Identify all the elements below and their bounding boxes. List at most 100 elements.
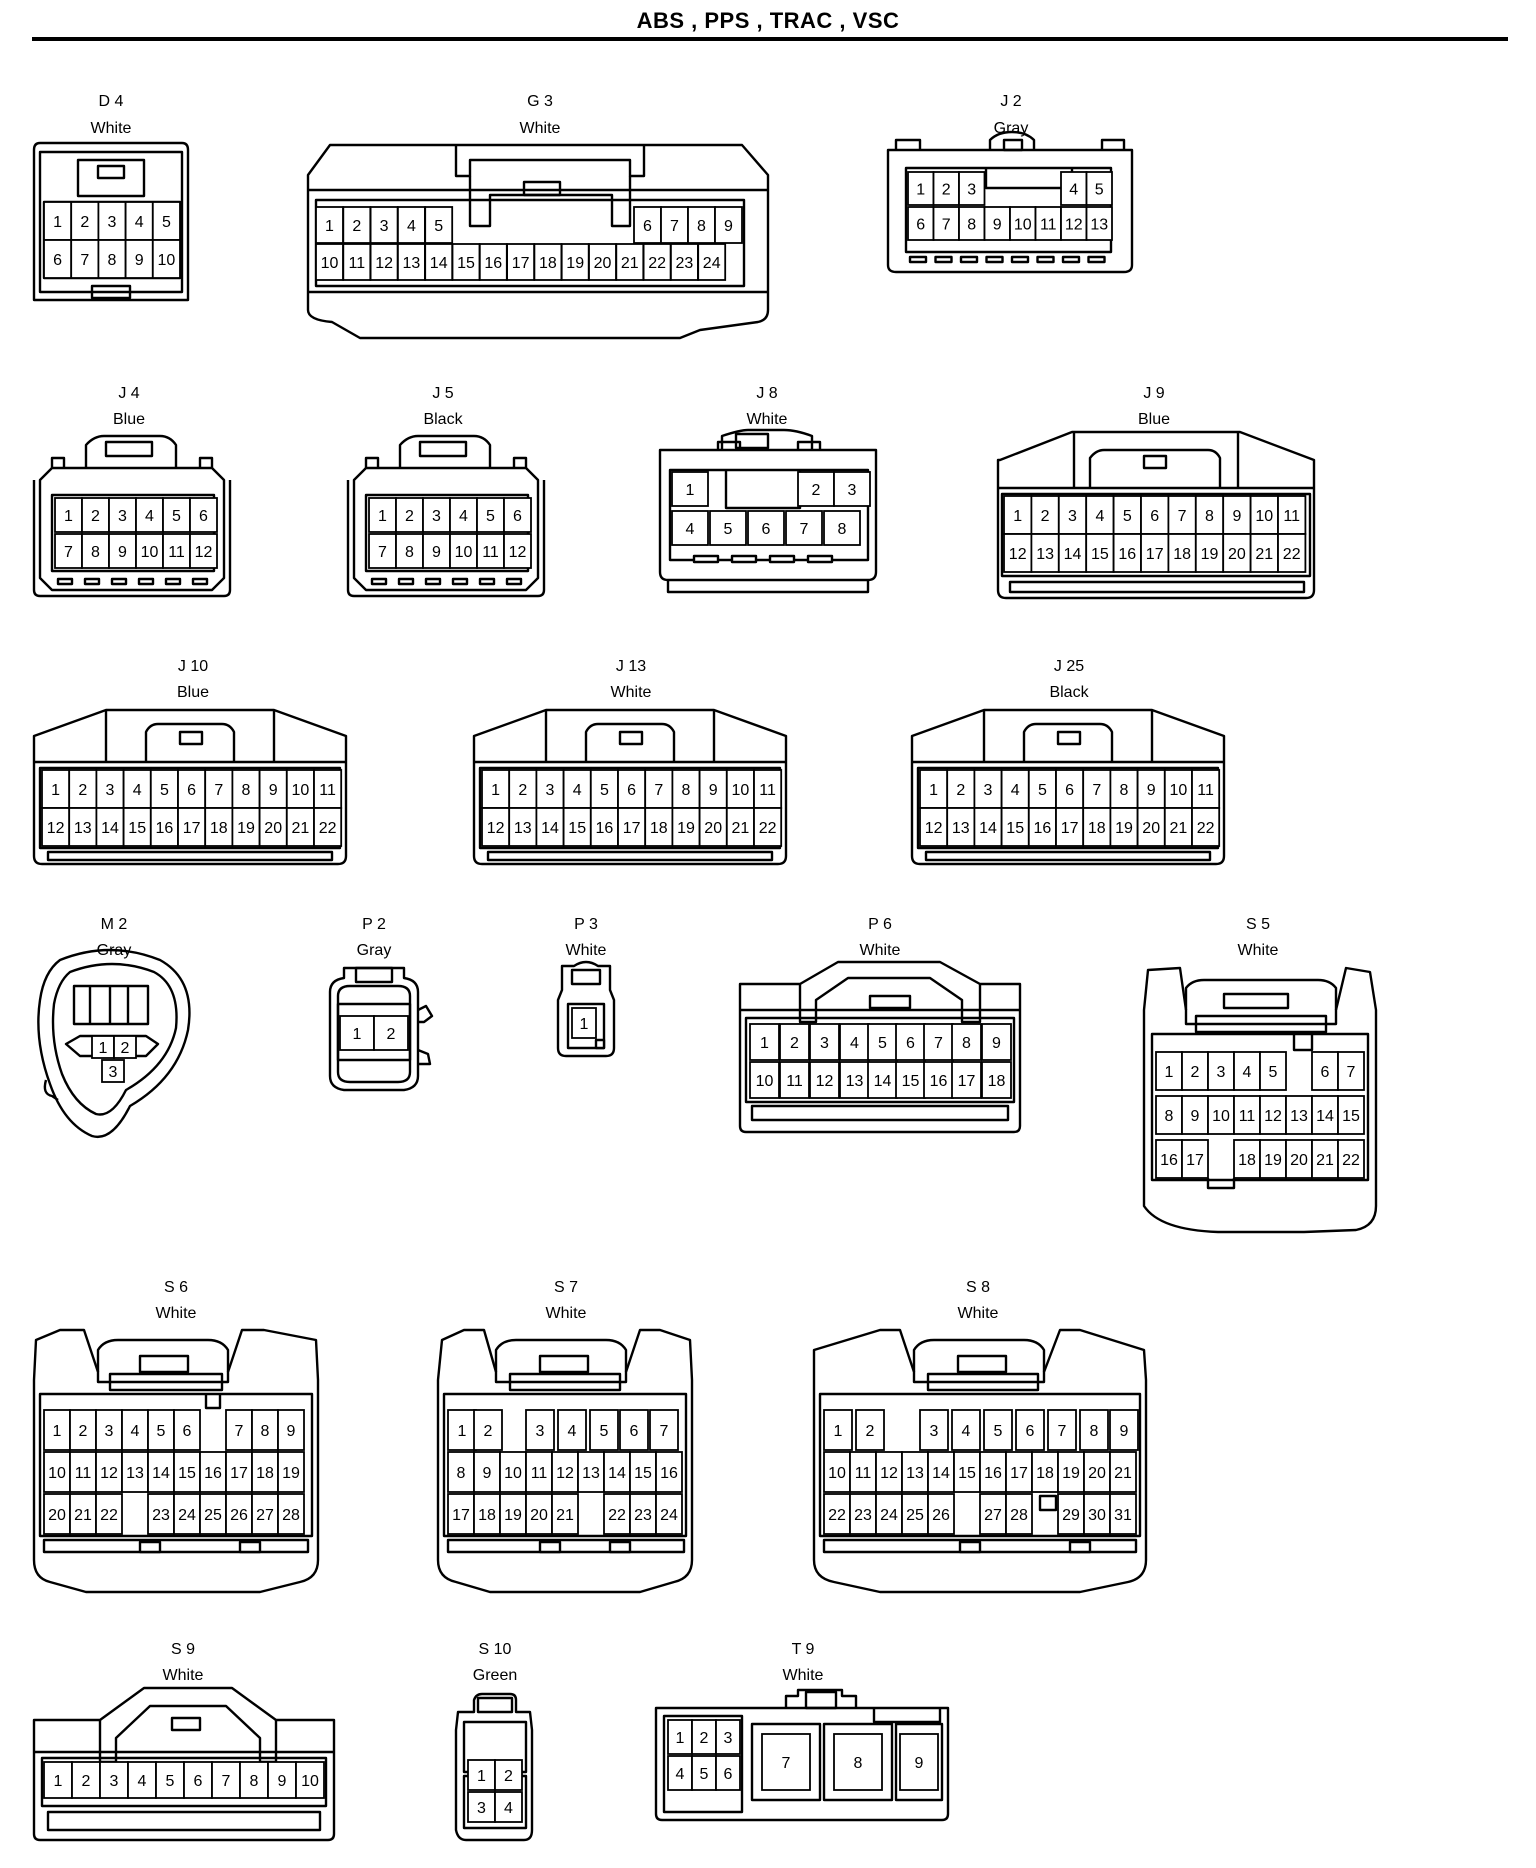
connector-shell [38, 466, 226, 592]
connector-shell [716, 440, 822, 450]
pin-number: 11 [75, 1465, 92, 1482]
pin-number: 4 [1069, 182, 1078, 199]
connector-shell [908, 255, 928, 264]
pin-cell [225, 1409, 253, 1451]
pin-number: 2 [79, 1423, 88, 1440]
pin-number: 2 [80, 214, 89, 231]
pin-number: 2 [518, 782, 527, 799]
pin-cell [277, 1409, 305, 1451]
pin-number: 8 [242, 782, 251, 799]
pin-number: 3 [930, 1423, 939, 1440]
connector-color: Blue [113, 411, 145, 428]
pin-cell [981, 1061, 1012, 1099]
connector-color: Gray [357, 942, 392, 959]
pin-number: 9 [1191, 1108, 1200, 1125]
pin-cell [1337, 1139, 1365, 1179]
pin-number: 3 [477, 1800, 486, 1817]
connector-shell [654, 1706, 950, 1822]
connector-shell [238, 1540, 262, 1554]
connector-shell [90, 284, 132, 300]
pin-number: 5 [1038, 782, 1047, 799]
pin-number: 9 [278, 1773, 287, 1790]
pin-number: 5 [486, 508, 495, 525]
pin-number: 3 [118, 508, 127, 525]
pin-number: 1 [676, 1730, 685, 1747]
pin-number: 11 [482, 544, 499, 561]
pin-cell [494, 1759, 523, 1791]
pin-number: 9 [1147, 782, 1156, 799]
connector-id: J 5 [432, 385, 453, 402]
connector-shell [894, 138, 1126, 150]
connector-shell [138, 1540, 162, 1554]
pin-cell [151, 201, 181, 241]
pin-number: 3 [984, 782, 993, 799]
pin-cell [655, 1451, 683, 1493]
pin-number: 1 [686, 482, 695, 499]
connector-shell [32, 141, 190, 302]
connector-shell [454, 145, 646, 178]
connector-shell [662, 1714, 744, 1814]
pin-cell [1259, 1139, 1287, 1179]
connector-id: M 2 [101, 916, 128, 933]
pin-cell [231, 769, 261, 809]
connector-shell [768, 554, 796, 564]
connector-shell [505, 577, 523, 586]
pin-cell [108, 533, 137, 569]
connector-shell [1222, 992, 1290, 1010]
pin-cell [562, 807, 592, 847]
connector-shell [666, 580, 870, 594]
pin-number: 6 [627, 782, 636, 799]
pin-number: 31 [1114, 1507, 1132, 1524]
pin-cell [155, 1761, 185, 1799]
connector-shell [1072, 432, 1240, 488]
pin-number: 4 [135, 214, 144, 231]
pin-number: 6 [916, 217, 925, 234]
pin-number: 15 [457, 255, 475, 272]
pin-cell [476, 497, 505, 533]
pin-number: 19 [1062, 1465, 1080, 1482]
pin-cell [368, 533, 397, 569]
connector-shell [37, 948, 191, 1139]
pin-number: 1 [51, 782, 60, 799]
pin-cell [1085, 533, 1115, 573]
pin-number: 6 [199, 508, 208, 525]
connector-shell [556, 960, 616, 1058]
connector-shell [56, 577, 74, 586]
connector-shell [46, 1810, 322, 1832]
pin-number: 10 [141, 544, 159, 561]
pin-cell [424, 206, 454, 244]
connector-shell [872, 1708, 942, 1724]
pin-cell [560, 243, 590, 281]
connector-shell [924, 850, 1212, 862]
pin-number: 11 [855, 1465, 872, 1482]
pin-number: 24 [880, 1507, 898, 1524]
pin-number: 18 [1238, 1152, 1256, 1169]
connector-shell [750, 1104, 1010, 1122]
connector-shell [1068, 1540, 1092, 1554]
pin-number: 4 [1243, 1064, 1252, 1081]
connector-shell [354, 966, 394, 984]
pin-number: 19 [237, 820, 255, 837]
pin-cell [833, 1733, 883, 1791]
connector-shell [486, 850, 774, 862]
pin-number: 4 [676, 1766, 685, 1783]
pin-number: 16 [930, 1073, 948, 1090]
pin-cell [1109, 769, 1139, 809]
pin-number: 19 [1201, 546, 1219, 563]
pin-cell [753, 807, 783, 847]
pin-number: 11 [759, 782, 776, 799]
pin-number: 7 [660, 1423, 669, 1440]
pin-cell [1027, 769, 1057, 809]
pin-number: 10 [1212, 1108, 1230, 1125]
connector-shell [544, 710, 716, 762]
pin-cell [779, 1061, 810, 1099]
pin-number: 15 [634, 1465, 652, 1482]
pin-number: 13 [403, 255, 421, 272]
pin-cell [849, 1493, 877, 1535]
pin-number: 21 [74, 1507, 92, 1524]
pin-number: 14 [608, 1465, 626, 1482]
pin-number: 12 [100, 1465, 118, 1482]
